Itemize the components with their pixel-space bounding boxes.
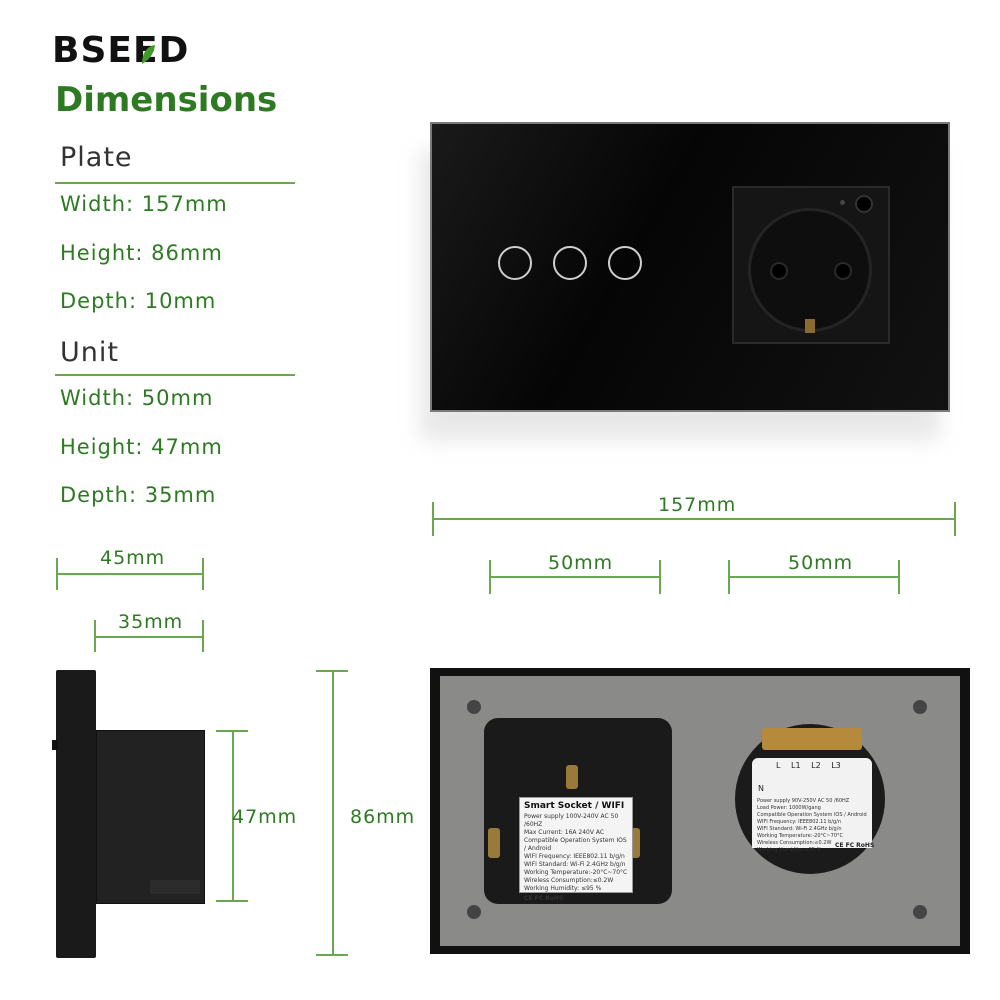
label-line: Working Temperature:-20°C~70°C	[524, 869, 628, 876]
dim-tick	[489, 560, 491, 594]
socket-pin-right	[834, 262, 852, 280]
label-line: WIFI Standard: Wi-Fi 2.4GHz b/g/n	[524, 861, 626, 868]
switch-cert-marks: CE FC RoHS	[835, 842, 875, 849]
plate-depth: Depth: 10mm	[60, 289, 217, 313]
label-line: Compatible Operation System IOS / Androi…	[524, 837, 627, 852]
dim-tick	[954, 502, 956, 536]
dim-plate-height: 86mm	[350, 806, 416, 828]
side-view-body	[96, 730, 205, 904]
dim-tick	[432, 502, 434, 536]
socket-pin-left	[770, 262, 788, 280]
plate-width: Width: 157mm	[60, 192, 228, 216]
side-clip	[52, 740, 58, 750]
plate-heading: Plate	[60, 142, 133, 173]
plate-height: Height: 86mm	[60, 241, 223, 265]
dim-tick	[94, 620, 96, 652]
ground-clip	[805, 319, 815, 333]
label-line: Wireless Consumption:≤0.2W	[757, 840, 832, 846]
dim-line-47	[232, 730, 234, 902]
label-line: WIFI Standard: Wi-Fi 2.4GHz b/g/n	[757, 826, 842, 832]
label-line: Compatible Operation System IOS / Androi…	[757, 812, 867, 818]
leaf-icon	[142, 45, 155, 64]
dim-line-157	[432, 518, 956, 520]
switch-label	[752, 758, 872, 848]
socket-label: Smart Socket / WIFI Power supply 100V-24…	[519, 797, 633, 902]
screw-hole	[913, 905, 927, 919]
touch-button-2	[553, 246, 587, 280]
dim-tick	[316, 670, 348, 672]
dim-line-50-right	[728, 576, 900, 578]
dim-tick	[659, 560, 661, 594]
side-tab	[150, 880, 200, 894]
label-line: Working Humidity: ≤95 %	[757, 847, 822, 853]
label-line: Power supply 90V-250V AC 50 /60HZ	[757, 798, 850, 804]
label-line: Working Humidity: ≤95 %	[524, 885, 602, 892]
dim-line-35	[94, 636, 204, 638]
dim-tick	[202, 558, 204, 590]
label-line: Wireless Consumption:≤0.2W	[524, 877, 614, 884]
indicator-icon	[855, 195, 873, 213]
dim-line-45	[56, 573, 204, 575]
socket-label-title: Smart Socket / WIFI	[524, 801, 625, 811]
dim-tick	[898, 560, 900, 594]
dim-line-50-left	[489, 576, 661, 578]
screw-hole	[913, 700, 927, 714]
terminal-L3: L3	[831, 761, 841, 770]
dim-tick	[202, 620, 204, 652]
sensor-dot	[840, 200, 845, 205]
terminal-L: L	[776, 761, 781, 770]
dim-unit-height: 47mm	[232, 806, 298, 828]
terminal-N: N	[758, 784, 764, 793]
dim-tick	[56, 558, 58, 590]
label-line: Power supply 100V-240V AC 50 /60HZ	[524, 813, 619, 828]
unit-heading: Unit	[60, 337, 119, 368]
dim-side-35: 35mm	[118, 611, 184, 633]
terminal-block	[762, 728, 862, 750]
brand-name: BSEED	[52, 30, 190, 71]
dim-tick	[216, 900, 248, 902]
side-view-plate	[56, 670, 96, 958]
dim-left-unit: 50mm	[548, 552, 614, 574]
label-line: WIFI Frequency: IEEE802.11 b/g/n	[757, 819, 842, 825]
screw-hole	[467, 700, 481, 714]
dim-tick	[728, 560, 730, 594]
dim-side-45: 45mm	[100, 547, 166, 569]
terminal-L2: L2	[811, 761, 821, 770]
terminal-screw	[488, 828, 500, 858]
dim-line-86	[332, 670, 334, 956]
label-line: Working Temperature:-20°C~70°C	[757, 833, 844, 839]
terminal-labels: L L1 L2 L3	[776, 761, 841, 770]
dim-tick	[216, 730, 248, 732]
label-line: Max Current: 16A 240V AC	[524, 829, 605, 836]
plate-divider	[55, 182, 295, 184]
dim-tick	[316, 954, 348, 956]
label-line: WIFI Frequency: IEEE802.11 b/g/n	[524, 853, 625, 860]
label-line: Load Power: 1000W/gang	[757, 805, 821, 811]
unit-height: Height: 47mm	[60, 435, 223, 459]
touch-button-1	[498, 246, 532, 280]
unit-depth: Depth: 35mm	[60, 483, 217, 507]
screw-hole	[467, 905, 481, 919]
terminal-screw	[566, 765, 578, 789]
brand-logo: BSEED	[52, 30, 189, 71]
page-title: Dimensions	[55, 80, 278, 120]
socket-outlet	[748, 208, 872, 332]
unit-width: Width: 50mm	[60, 386, 214, 410]
terminal-L1: L1	[791, 761, 801, 770]
cert-marks: CE FC RoHS	[524, 895, 564, 902]
dim-total-width: 157mm	[658, 494, 737, 516]
touch-button-3	[608, 246, 642, 280]
dim-right-unit: 50mm	[788, 552, 854, 574]
switch-spec-text: Power supply 90V-250V AC 50 /60HZ Load P…	[757, 798, 869, 854]
unit-divider	[55, 374, 295, 376]
